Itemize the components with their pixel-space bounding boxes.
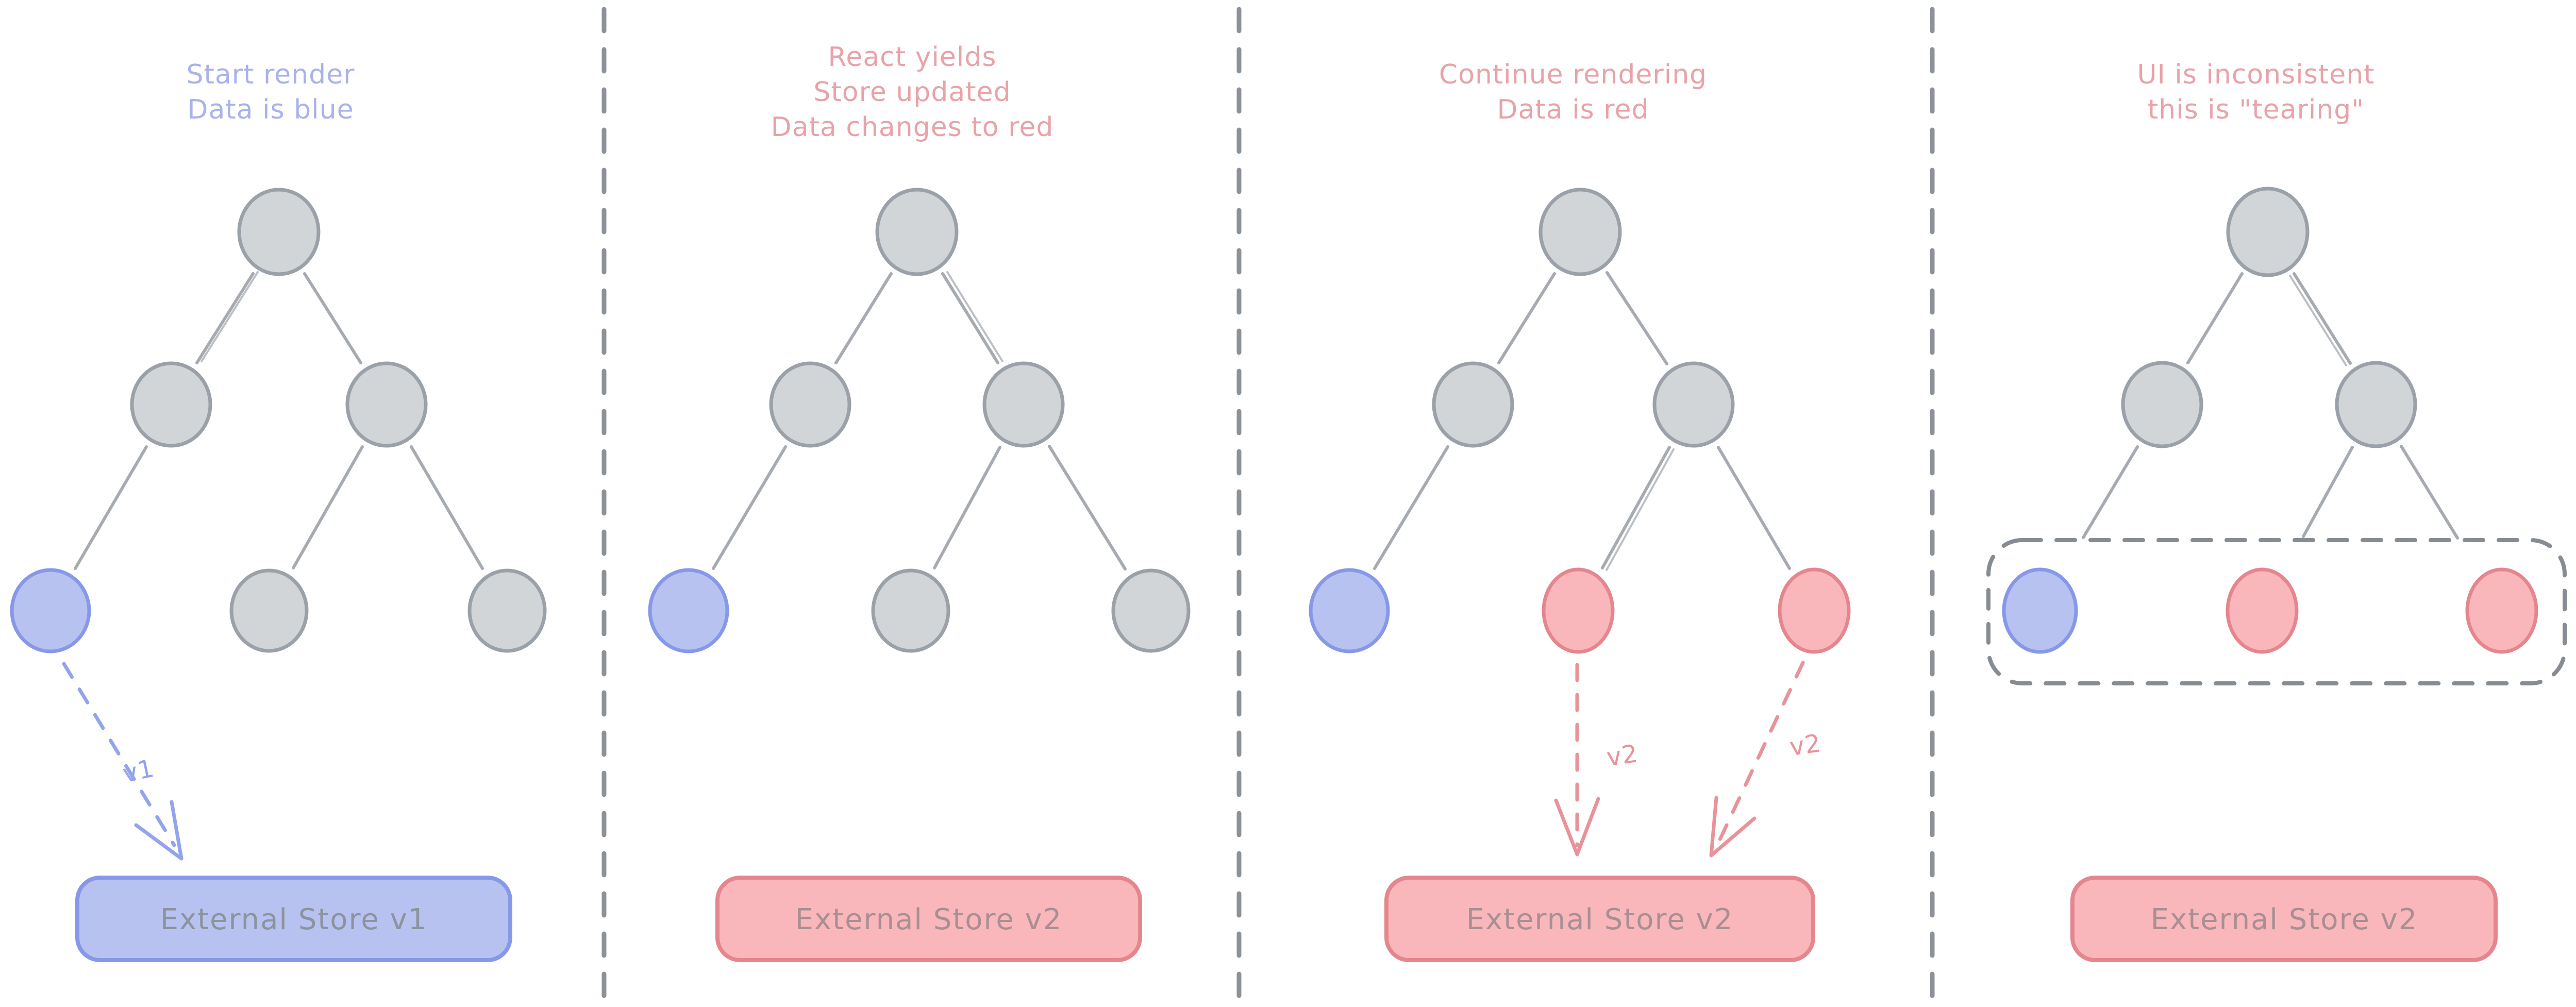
tree-edge-root-left xyxy=(195,272,255,364)
external-store-box xyxy=(75,876,512,962)
tree-edge-root-right xyxy=(941,272,999,364)
tree-node-bottom-mid xyxy=(229,568,309,653)
panel-tearing: UI is inconsistent this is "tearing" Ext… xyxy=(1986,59,2567,962)
tree-node-mid-left xyxy=(769,361,851,448)
tree-node-mid-right xyxy=(982,361,1065,448)
tree-node-bottom-right xyxy=(467,568,547,653)
tree-edge-left-child xyxy=(1373,445,1449,570)
component-tree xyxy=(1986,187,2567,685)
arrow-head-v2-right xyxy=(1709,796,1757,858)
tree-edge-right-child-right xyxy=(410,445,484,570)
component-tree xyxy=(1309,188,1851,654)
tree-edge-root-right xyxy=(1605,271,1668,365)
tree-node-bottom-left xyxy=(1309,568,1390,653)
tree-node-mid-right xyxy=(1652,361,1735,448)
component-tree xyxy=(648,188,1191,653)
arrow-label-v1: v1 xyxy=(120,754,157,788)
panel-continue-rendering: Continue rendering Data is red v2 v2 xyxy=(1309,59,1851,962)
tree-edge-sketch xyxy=(946,271,1003,362)
tree-node-root xyxy=(2226,187,2310,277)
tree-node-bottom-right xyxy=(1778,567,1851,654)
arrow-head-v1 xyxy=(134,800,183,861)
panel-start-render: Start render Data is blue v1 External St… xyxy=(10,59,547,962)
tree-edge-left-child xyxy=(74,445,148,570)
panel-react-yields: React yields Store updated Data changes … xyxy=(648,42,1191,962)
tearing-outline xyxy=(1986,538,2567,685)
panel-title-line: Data is blue xyxy=(187,94,354,125)
tree-edge-right-child-left xyxy=(292,445,364,569)
tree-node-bottom-right xyxy=(1111,568,1191,653)
store-write-arrow: v2 xyxy=(1709,661,1823,858)
panel-title-line: Data is red xyxy=(1497,94,1649,125)
tree-edge-sketch xyxy=(200,271,259,362)
panel-title-line: this is "tearing" xyxy=(2148,94,2364,125)
external-store: External Store v2 xyxy=(2070,876,2498,962)
tree-node-bottom-right xyxy=(2465,567,2538,654)
tree-edge-right-child-left xyxy=(933,446,1001,569)
tree-edge-right-child-right xyxy=(2400,445,2459,540)
arrow-label-v2: v2 xyxy=(1605,739,1640,772)
tree-edge-root-left xyxy=(2186,272,2244,364)
external-store-label: External Store v2 xyxy=(795,903,1063,936)
panel-title-line: Data changes to red xyxy=(771,112,1054,143)
panel-title-line: Start render xyxy=(186,59,355,90)
arrow-line-v2-right xyxy=(1714,661,1805,849)
tree-edge-right-child-right xyxy=(1717,446,1791,570)
tree-edge-right-child-left xyxy=(1601,446,1671,569)
tree-edge-root-right xyxy=(303,272,362,364)
tree-edge-root-right xyxy=(2293,272,2352,365)
arrow-label-v2: v2 xyxy=(1788,729,1823,762)
tree-edge-left-child xyxy=(712,445,787,570)
component-tree xyxy=(10,188,547,653)
tree-node-bottom-left xyxy=(10,568,91,653)
tree-edge-right-child-right xyxy=(1048,445,1127,570)
tree-node-mid-left xyxy=(1432,361,1514,448)
tree-edge-sketch xyxy=(2289,275,2347,366)
tree-edge-root-left xyxy=(834,272,893,364)
tree-edge-sketch xyxy=(1605,448,1675,571)
tree-node-bottom-mid xyxy=(2226,567,2299,654)
arrow-line-v1 xyxy=(62,662,176,847)
external-store: External Store v1 xyxy=(75,876,512,962)
panel-title-line: Continue rendering xyxy=(1439,59,1707,90)
tree-node-root xyxy=(1538,188,1622,276)
external-store-label: External Store v2 xyxy=(1466,903,1734,936)
store-write-arrow: v2 xyxy=(1554,663,1640,857)
external-store-box xyxy=(2070,876,2498,962)
panel-title-line: Store updated xyxy=(813,77,1011,108)
external-store-box xyxy=(715,876,1142,962)
tree-node-mid-right xyxy=(2335,361,2417,448)
tree-node-mid-right xyxy=(345,361,428,448)
external-store: External Store v2 xyxy=(715,876,1142,962)
tree-node-bottom-mid xyxy=(1542,567,1615,654)
tree-node-root xyxy=(875,188,959,276)
tree-edge-right-child-left xyxy=(2302,446,2354,538)
tree-node-mid-left xyxy=(130,361,212,448)
arrow-head-v2-left xyxy=(1554,797,1600,857)
tree-node-root xyxy=(237,188,321,276)
tree-edge-root-left xyxy=(1497,272,1556,364)
external-store-box xyxy=(1384,876,1815,962)
tree-node-bottom-left xyxy=(2002,567,2078,654)
panel-title-line: UI is inconsistent xyxy=(2137,59,2374,90)
panel-title-line: React yields xyxy=(828,42,997,73)
tree-node-bottom-left xyxy=(648,568,729,653)
tree-node-mid-left xyxy=(2121,361,2203,448)
store-write-arrow: v1 xyxy=(62,662,183,861)
external-store: External Store v2 xyxy=(1384,876,1815,962)
tree-edge-left-child xyxy=(2082,445,2139,539)
external-store-label: External Store v2 xyxy=(2151,903,2418,936)
tree-node-bottom-mid xyxy=(871,568,950,653)
external-store-label: External Store v1 xyxy=(160,903,428,936)
